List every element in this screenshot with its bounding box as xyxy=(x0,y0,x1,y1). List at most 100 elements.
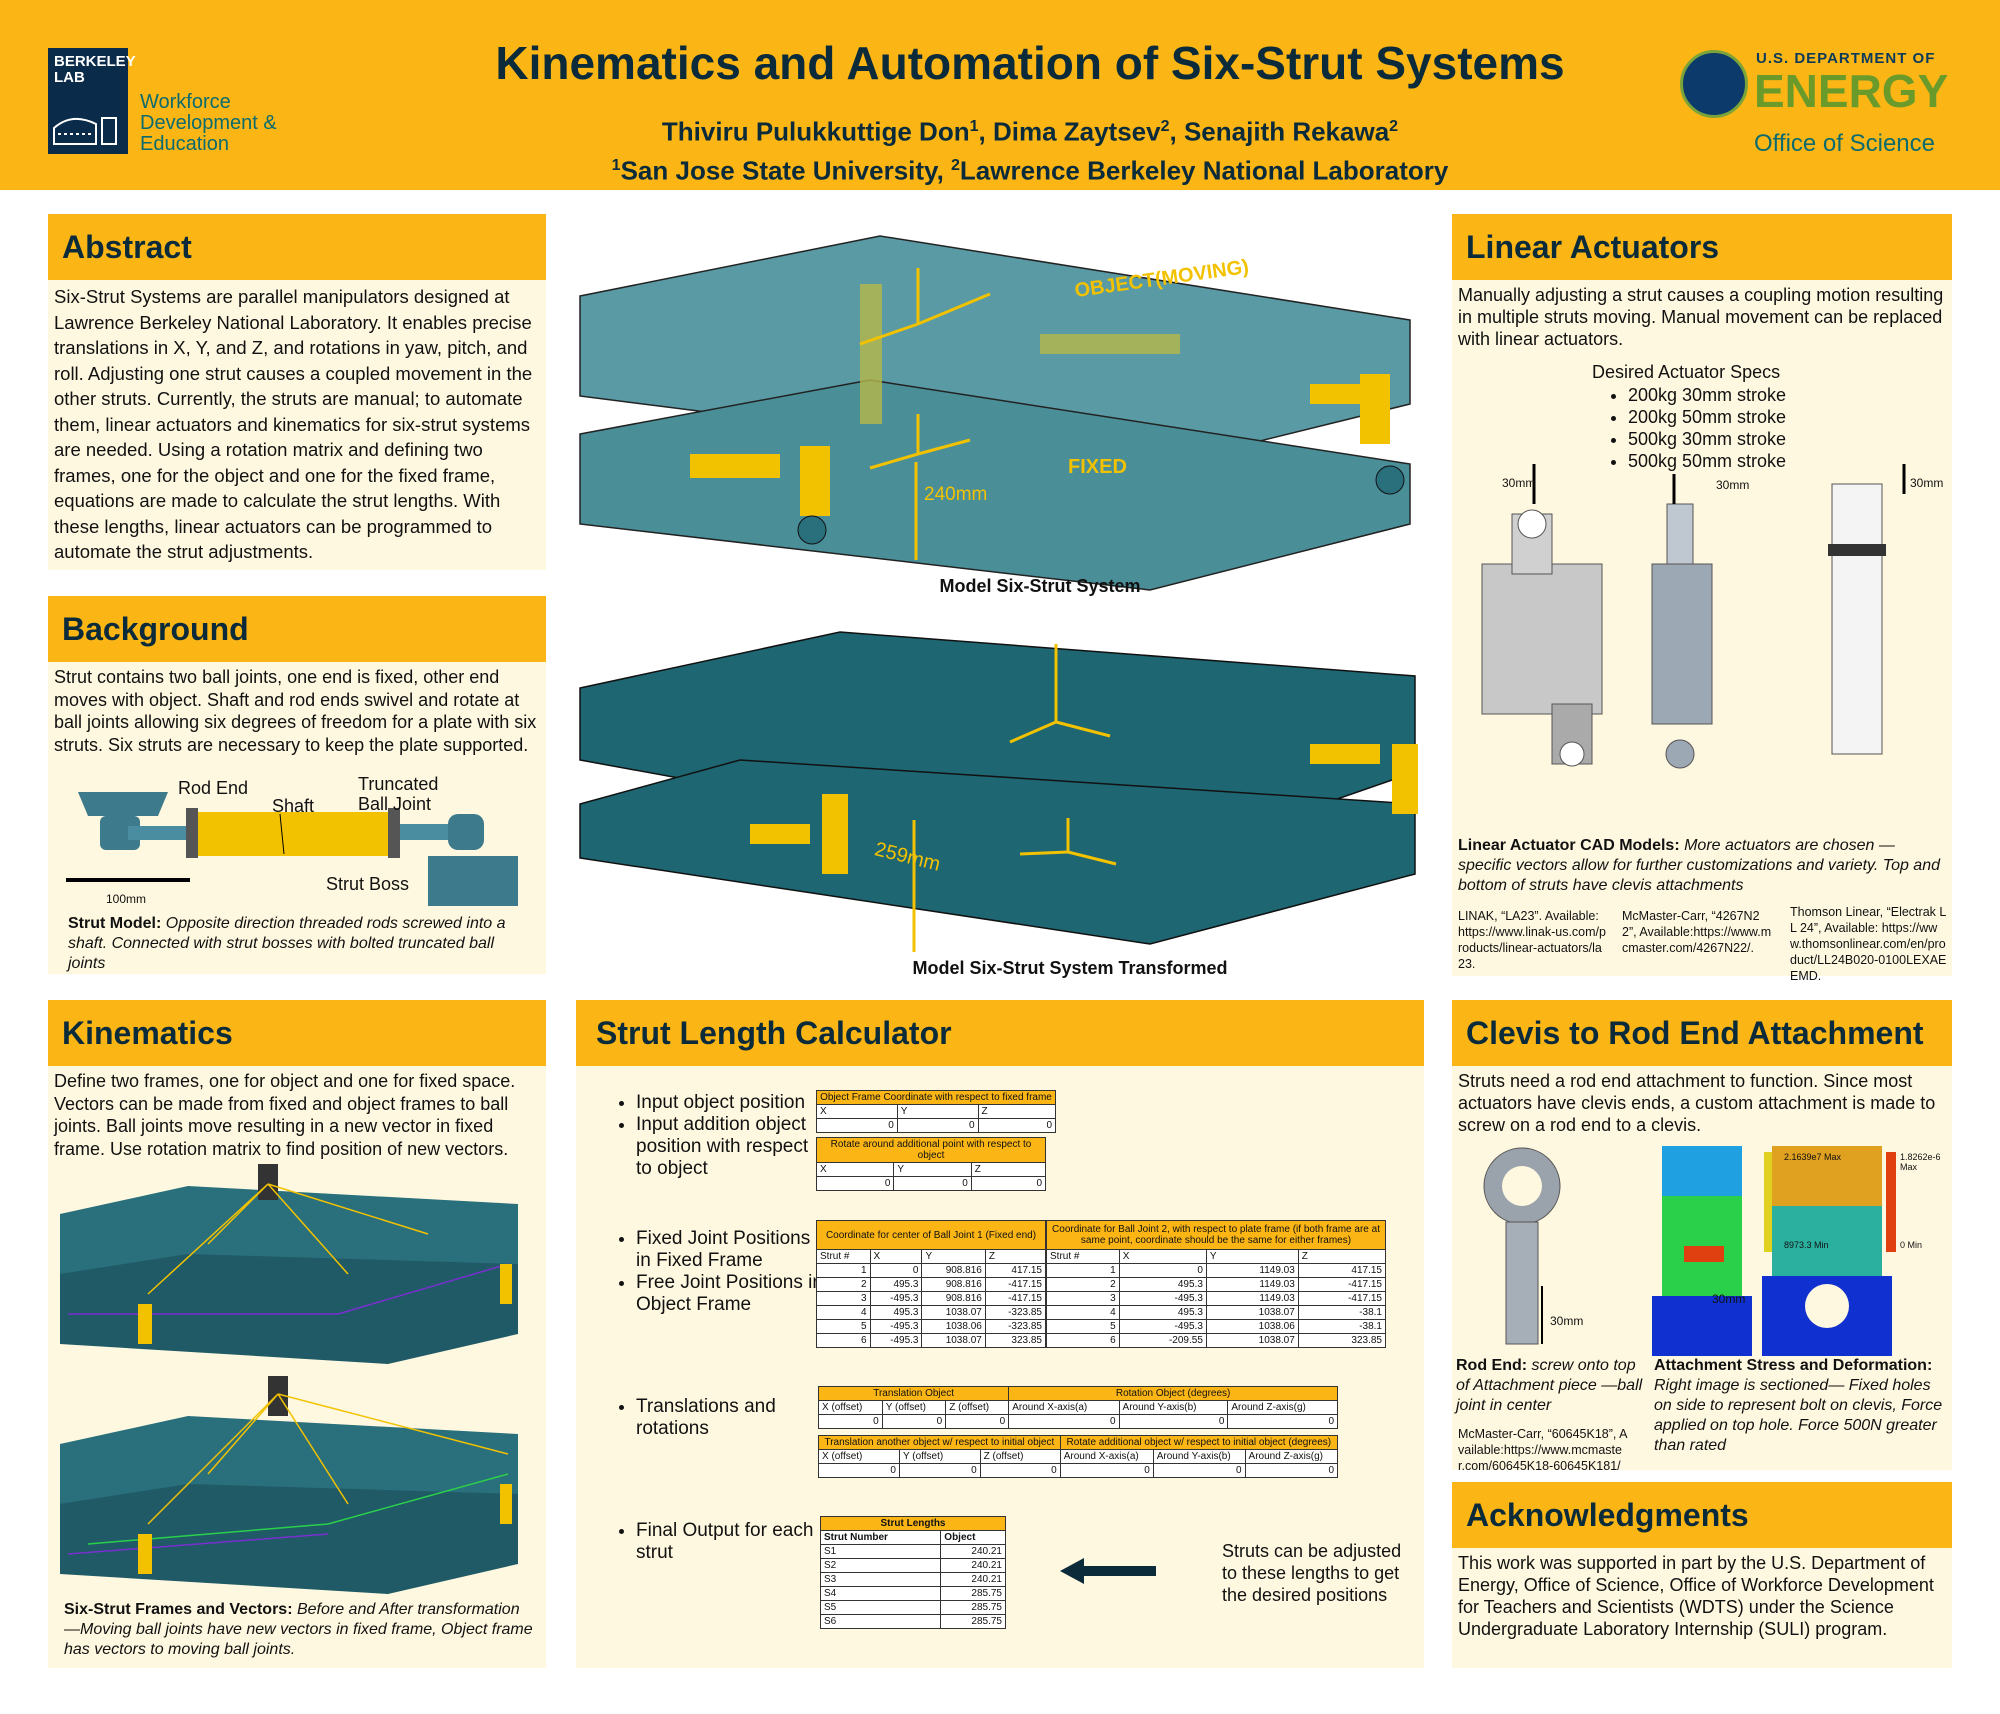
j1-cell[interactable]: 1038.07 xyxy=(921,1305,986,1320)
j1-cell[interactable]: 1038.06 xyxy=(921,1319,986,1334)
tr1-value[interactable]: 0 xyxy=(1008,1414,1120,1429)
bullets-translations: Translations and rotations xyxy=(610,1396,826,1440)
tr2-value[interactable]: 0 xyxy=(1059,1463,1154,1478)
tr1-value[interactable]: 0 xyxy=(945,1414,1010,1429)
j1-cell: 4 xyxy=(816,1305,871,1320)
j1-cell[interactable]: 417.15 xyxy=(984,1263,1047,1278)
strut-number: S1 xyxy=(819,1544,942,1559)
j1-cell[interactable]: -323.85 xyxy=(984,1319,1047,1334)
t1-x-value[interactable]: 0 xyxy=(816,1118,898,1133)
stress-caption-bold: Attachment Stress and Deformation: xyxy=(1654,1357,1933,1374)
tr1-value[interactable]: 0 xyxy=(1227,1414,1338,1429)
actuator-spec-item: 500kg 30mm stroke xyxy=(1628,428,1786,450)
j2-x-header: X xyxy=(1118,1249,1207,1264)
kinematics-section: Kinematics Define two frames, one for ob… xyxy=(48,1000,546,1668)
kinematics-text: Define two frames, one for object and on… xyxy=(54,1071,516,1159)
j1-cell[interactable]: 495.3 xyxy=(869,1305,923,1320)
j2-cell[interactable]: 1149.03 xyxy=(1205,1277,1299,1292)
j1-cell[interactable]: -417.15 xyxy=(984,1277,1047,1292)
tr2-col-header: Around Y-axis(b) xyxy=(1152,1449,1246,1464)
actuator-spec-item: 200kg 50mm stroke xyxy=(1628,406,1786,428)
poster-title: Kinematics and Automation of Six-Strut S… xyxy=(495,37,1565,89)
t2-x-value[interactable]: 0 xyxy=(815,1176,895,1191)
tr1-value[interactable]: 0 xyxy=(881,1414,947,1429)
j1-cell[interactable]: 0 xyxy=(869,1263,923,1278)
bullet-translations: Translations and rotations xyxy=(636,1396,826,1440)
tr2-value[interactable]: 0 xyxy=(818,1463,900,1478)
j2-cell[interactable]: -495.3 xyxy=(1118,1291,1207,1306)
acknowledgments-title: Acknowledgments xyxy=(1452,1482,1952,1548)
frames-caption-text: Before and After transformation—Moving b… xyxy=(64,1601,533,1658)
j2-cell[interactable]: -495.3 xyxy=(1118,1319,1207,1334)
j1-cell: 5 xyxy=(816,1319,871,1334)
tr1-value[interactable]: 0 xyxy=(1118,1414,1229,1429)
j2-cell[interactable]: -38.1 xyxy=(1297,1319,1387,1334)
j2-cell[interactable]: -38.1 xyxy=(1297,1305,1387,1320)
j1-cell: 1 xyxy=(816,1263,871,1278)
j1-cell[interactable]: -495.3 xyxy=(869,1319,923,1334)
t1-z-value[interactable]: 0 xyxy=(977,1118,1057,1133)
j1-cell[interactable]: 908.816 xyxy=(921,1277,986,1292)
tr1-col-header: Around Z-axis(g) xyxy=(1227,1400,1338,1415)
j2-cell[interactable]: -209.55 xyxy=(1118,1333,1207,1348)
tr2-value[interactable]: 0 xyxy=(1244,1463,1339,1478)
j2-cell: 1 xyxy=(1046,1263,1120,1278)
j1-cell[interactable]: 323.85 xyxy=(984,1333,1047,1348)
six-strut-model-figures xyxy=(579,235,1418,952)
bullets-input: Input object position Input addition obj… xyxy=(610,1092,826,1180)
authors-block: Thiviru Pulukkuttige Don1, Dima Zaytsev2… xyxy=(330,110,1730,187)
j1-cell[interactable]: -495.3 xyxy=(869,1333,923,1348)
j1-cell[interactable]: -417.15 xyxy=(984,1291,1047,1306)
j2-cell[interactable]: 1149.03 xyxy=(1205,1263,1299,1278)
tr2-value[interactable]: 0 xyxy=(898,1463,981,1478)
t2-z-value[interactable]: 0 xyxy=(970,1176,1047,1191)
j2-cell[interactable]: 1038.07 xyxy=(1205,1305,1299,1320)
author-1-sup: 1 xyxy=(969,118,979,135)
j1-cell[interactable]: 495.3 xyxy=(869,1277,923,1292)
rod-end-caption: Rod End: screw onto top of Attachment pi… xyxy=(1456,1356,1646,1416)
tr1-value[interactable]: 0 xyxy=(818,1414,883,1429)
strut-length-value: 240.21 xyxy=(940,1558,1006,1573)
j1-cell[interactable]: 1038.07 xyxy=(921,1333,986,1348)
j2-cell[interactable]: 0 xyxy=(1118,1263,1207,1278)
bullet-fixed-joints: Fixed Joint Positions in Fixed Frame xyxy=(636,1228,826,1272)
j2-cell[interactable]: 323.85 xyxy=(1297,1333,1387,1348)
j2-cell[interactable]: 1038.06 xyxy=(1205,1319,1299,1334)
j1-cell: 6 xyxy=(816,1333,871,1348)
abstract-title: Abstract xyxy=(48,214,546,280)
j2-cell[interactable]: 1038.07 xyxy=(1205,1333,1299,1348)
tr2-col-header: Around X-axis(a) xyxy=(1059,1449,1154,1464)
stroke-label-3: 30mm xyxy=(1910,476,1944,490)
j1-cell[interactable]: -323.85 xyxy=(984,1305,1047,1320)
tr2-value[interactable]: 0 xyxy=(979,1463,1061,1478)
t2-y-value[interactable]: 0 xyxy=(893,1176,972,1191)
tr2-value[interactable]: 0 xyxy=(1152,1463,1246,1478)
j1-cell[interactable]: 908.816 xyxy=(921,1291,986,1306)
j2-cell[interactable]: 417.15 xyxy=(1297,1263,1387,1278)
stress-dim-label: 30mm xyxy=(1712,1292,1746,1306)
frames-vectors-figure xyxy=(60,1164,518,1594)
reference-mcmaster-rod-end: McMaster-Carr, “60645K18”, Available:htt… xyxy=(1458,1427,1628,1473)
j1-cell[interactable]: -495.3 xyxy=(869,1291,923,1306)
j1-cell[interactable]: 908.816 xyxy=(921,1263,986,1278)
rod-end-dim-label: 30mm xyxy=(1550,1314,1584,1328)
frames-caption-bold: Six-Strut Frames and Vectors: xyxy=(64,1601,293,1618)
j2-cell[interactable]: -417.15 xyxy=(1297,1277,1387,1292)
j2-cell[interactable]: 1149.03 xyxy=(1205,1291,1299,1306)
t1-y-value[interactable]: 0 xyxy=(896,1118,979,1133)
j2-cell[interactable]: 495.3 xyxy=(1118,1305,1207,1320)
j2-cell[interactable]: -417.15 xyxy=(1297,1291,1387,1306)
j2-strut-header: Strut # xyxy=(1046,1249,1120,1264)
j2-cell[interactable]: 495.3 xyxy=(1118,1277,1207,1292)
strut-model-caption-text: Opposite direction threaded rods screwed… xyxy=(68,915,506,972)
